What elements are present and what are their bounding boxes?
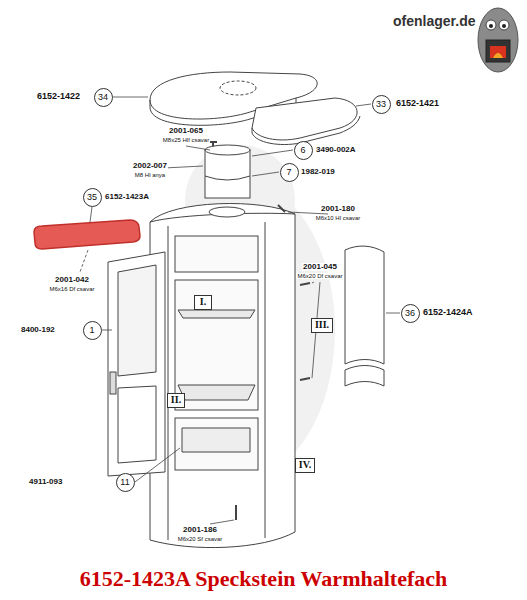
callout-number: 7 (280, 163, 299, 182)
callout-number: 11 (116, 473, 135, 492)
callout-text: 34 (98, 93, 108, 102)
section-marker: I. (194, 295, 212, 310)
part-number: 2001-180 (320, 205, 356, 214)
screw (278, 205, 285, 212)
section-text: I. (200, 297, 206, 307)
flue-top (205, 145, 250, 155)
front-edge (265, 222, 266, 538)
warming-compartment (175, 236, 258, 272)
part-number: 6152-1424A (422, 308, 474, 318)
callout-number: 33 (372, 95, 391, 114)
callout-text: 35 (87, 193, 97, 202)
ash-drawer (182, 428, 250, 452)
caption: 6152-1423A Speckstein Warmhaltefach (79, 567, 448, 591)
stove-body (150, 204, 295, 548)
firebox (175, 280, 258, 410)
part-number: 2001-042 (54, 276, 90, 285)
section-marker: III. (311, 318, 333, 333)
callout-text: 11 (120, 478, 129, 487)
part-description: M6x20 Sf csavar (177, 536, 224, 543)
side-panel (345, 246, 384, 364)
flue-pipe (205, 150, 250, 198)
callout-text: 7 (286, 168, 291, 177)
part-description: M6x16 Df csavar (48, 286, 95, 293)
part-number: 1982-019 (300, 168, 336, 177)
part-number: 6152-1421 (395, 99, 440, 109)
grate (178, 385, 255, 400)
logo-text: ofenlager.de (392, 14, 476, 29)
screw (300, 378, 310, 380)
section-text: III. (315, 320, 329, 330)
door-handle (110, 372, 116, 394)
bolt-head (209, 141, 217, 143)
callout-text: 1 (89, 326, 94, 335)
callout-number: 6 (294, 141, 313, 160)
callout-text: 33 (376, 100, 386, 109)
door-window (118, 265, 156, 376)
section-marker: II. (167, 393, 185, 408)
plate-hole (220, 81, 256, 95)
door (108, 252, 165, 476)
part-number: 2001-045 (302, 263, 338, 272)
part-description: M8 Hl anya (134, 172, 166, 179)
part-number: 6152-1422 (36, 92, 81, 102)
callout-number: 35 (83, 188, 102, 207)
ash-opening (175, 418, 258, 470)
mascot (478, 8, 518, 72)
flue-ring (205, 176, 250, 180)
leader-lines (80, 97, 400, 524)
section-text: IV. (299, 460, 311, 470)
callout-number: 34 (94, 88, 113, 107)
part-number: 6152-1423A (104, 193, 150, 202)
lower-plate (252, 98, 357, 140)
part-number: 2001-065 (168, 127, 204, 136)
section-text: II. (171, 395, 181, 405)
front-edge (168, 226, 169, 540)
flue-collar (209, 207, 245, 217)
part-number: 8400-192 (20, 326, 56, 335)
callout-text: 6 (300, 146, 305, 155)
part-description: M8x25 Hlf csavar (162, 137, 210, 144)
callout-number: 36 (401, 304, 420, 323)
soapstone-warming-tray (34, 220, 140, 249)
callout-text: 36 (405, 309, 415, 318)
screw (235, 505, 237, 520)
door-frame (118, 386, 156, 463)
part-description: M6x10 Hl csavar (315, 215, 362, 222)
callout-number: 1 (83, 321, 102, 340)
part-number: 2002-007 (132, 162, 168, 171)
section-marker: IV. (295, 458, 315, 473)
part-number: 4911-093 (28, 478, 63, 487)
screw (300, 283, 310, 285)
side-panel-lower (345, 366, 384, 387)
part-description: M6x20 Df csavar (296, 273, 343, 280)
lower-plate-edge (252, 116, 360, 145)
part-number: 3490-002A (315, 146, 357, 155)
part-number: 2001-186 (182, 526, 218, 535)
baffle (178, 310, 255, 318)
stove-parts (34, 72, 384, 548)
